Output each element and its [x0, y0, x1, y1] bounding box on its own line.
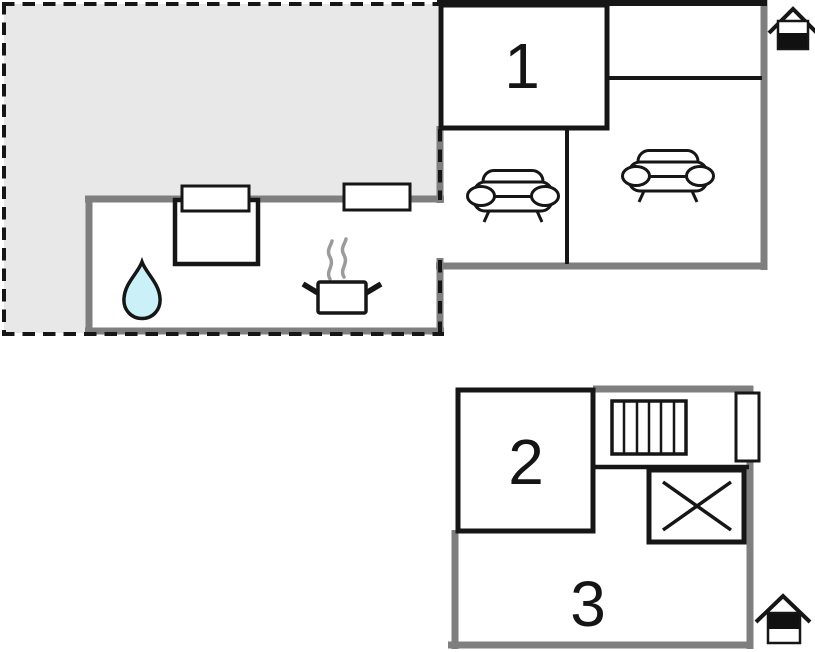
- upper-floor-plan: 2 3: [448, 385, 812, 649]
- water-drop-icon: [122, 256, 162, 321]
- sofa-icon: [466, 169, 560, 224]
- window-marker-bathroom: [180, 184, 251, 213]
- house-level-indicator-ground-icon: [767, 6, 815, 51]
- terrace-dashed-outline: [2, 2, 444, 336]
- room-3-label: 3: [570, 568, 606, 640]
- ground-floor-walls: [85, 0, 768, 335]
- ground-floor-plan: 1: [2, 0, 815, 336]
- pot-handle-right: [364, 281, 383, 296]
- window-marker-upper: [734, 391, 761, 463]
- room-1: [438, 2, 610, 131]
- room-2: [455, 387, 596, 534]
- house-level-indicator-upper-icon: [754, 593, 812, 645]
- stair-treads: [622, 402, 676, 453]
- sofa-icon: [621, 149, 715, 204]
- cooking-pot-icon: [301, 237, 383, 315]
- upper-floor-walls: [448, 385, 754, 649]
- pot-body: [316, 280, 368, 315]
- steam-icon: [326, 237, 348, 281]
- crossed-out-void-icon: [646, 467, 747, 545]
- stairs-icon: [610, 399, 688, 456]
- house-level-fill-lower: [779, 33, 807, 48]
- window-marker-kitchen: [342, 182, 412, 212]
- room-1-label: 1: [504, 30, 540, 102]
- terrace-area: [4, 4, 438, 333]
- pot-handle-left: [301, 281, 320, 296]
- void-cross: [661, 480, 733, 532]
- house-level-fill-upper: [769, 614, 799, 629]
- room-2-label: 2: [508, 426, 544, 498]
